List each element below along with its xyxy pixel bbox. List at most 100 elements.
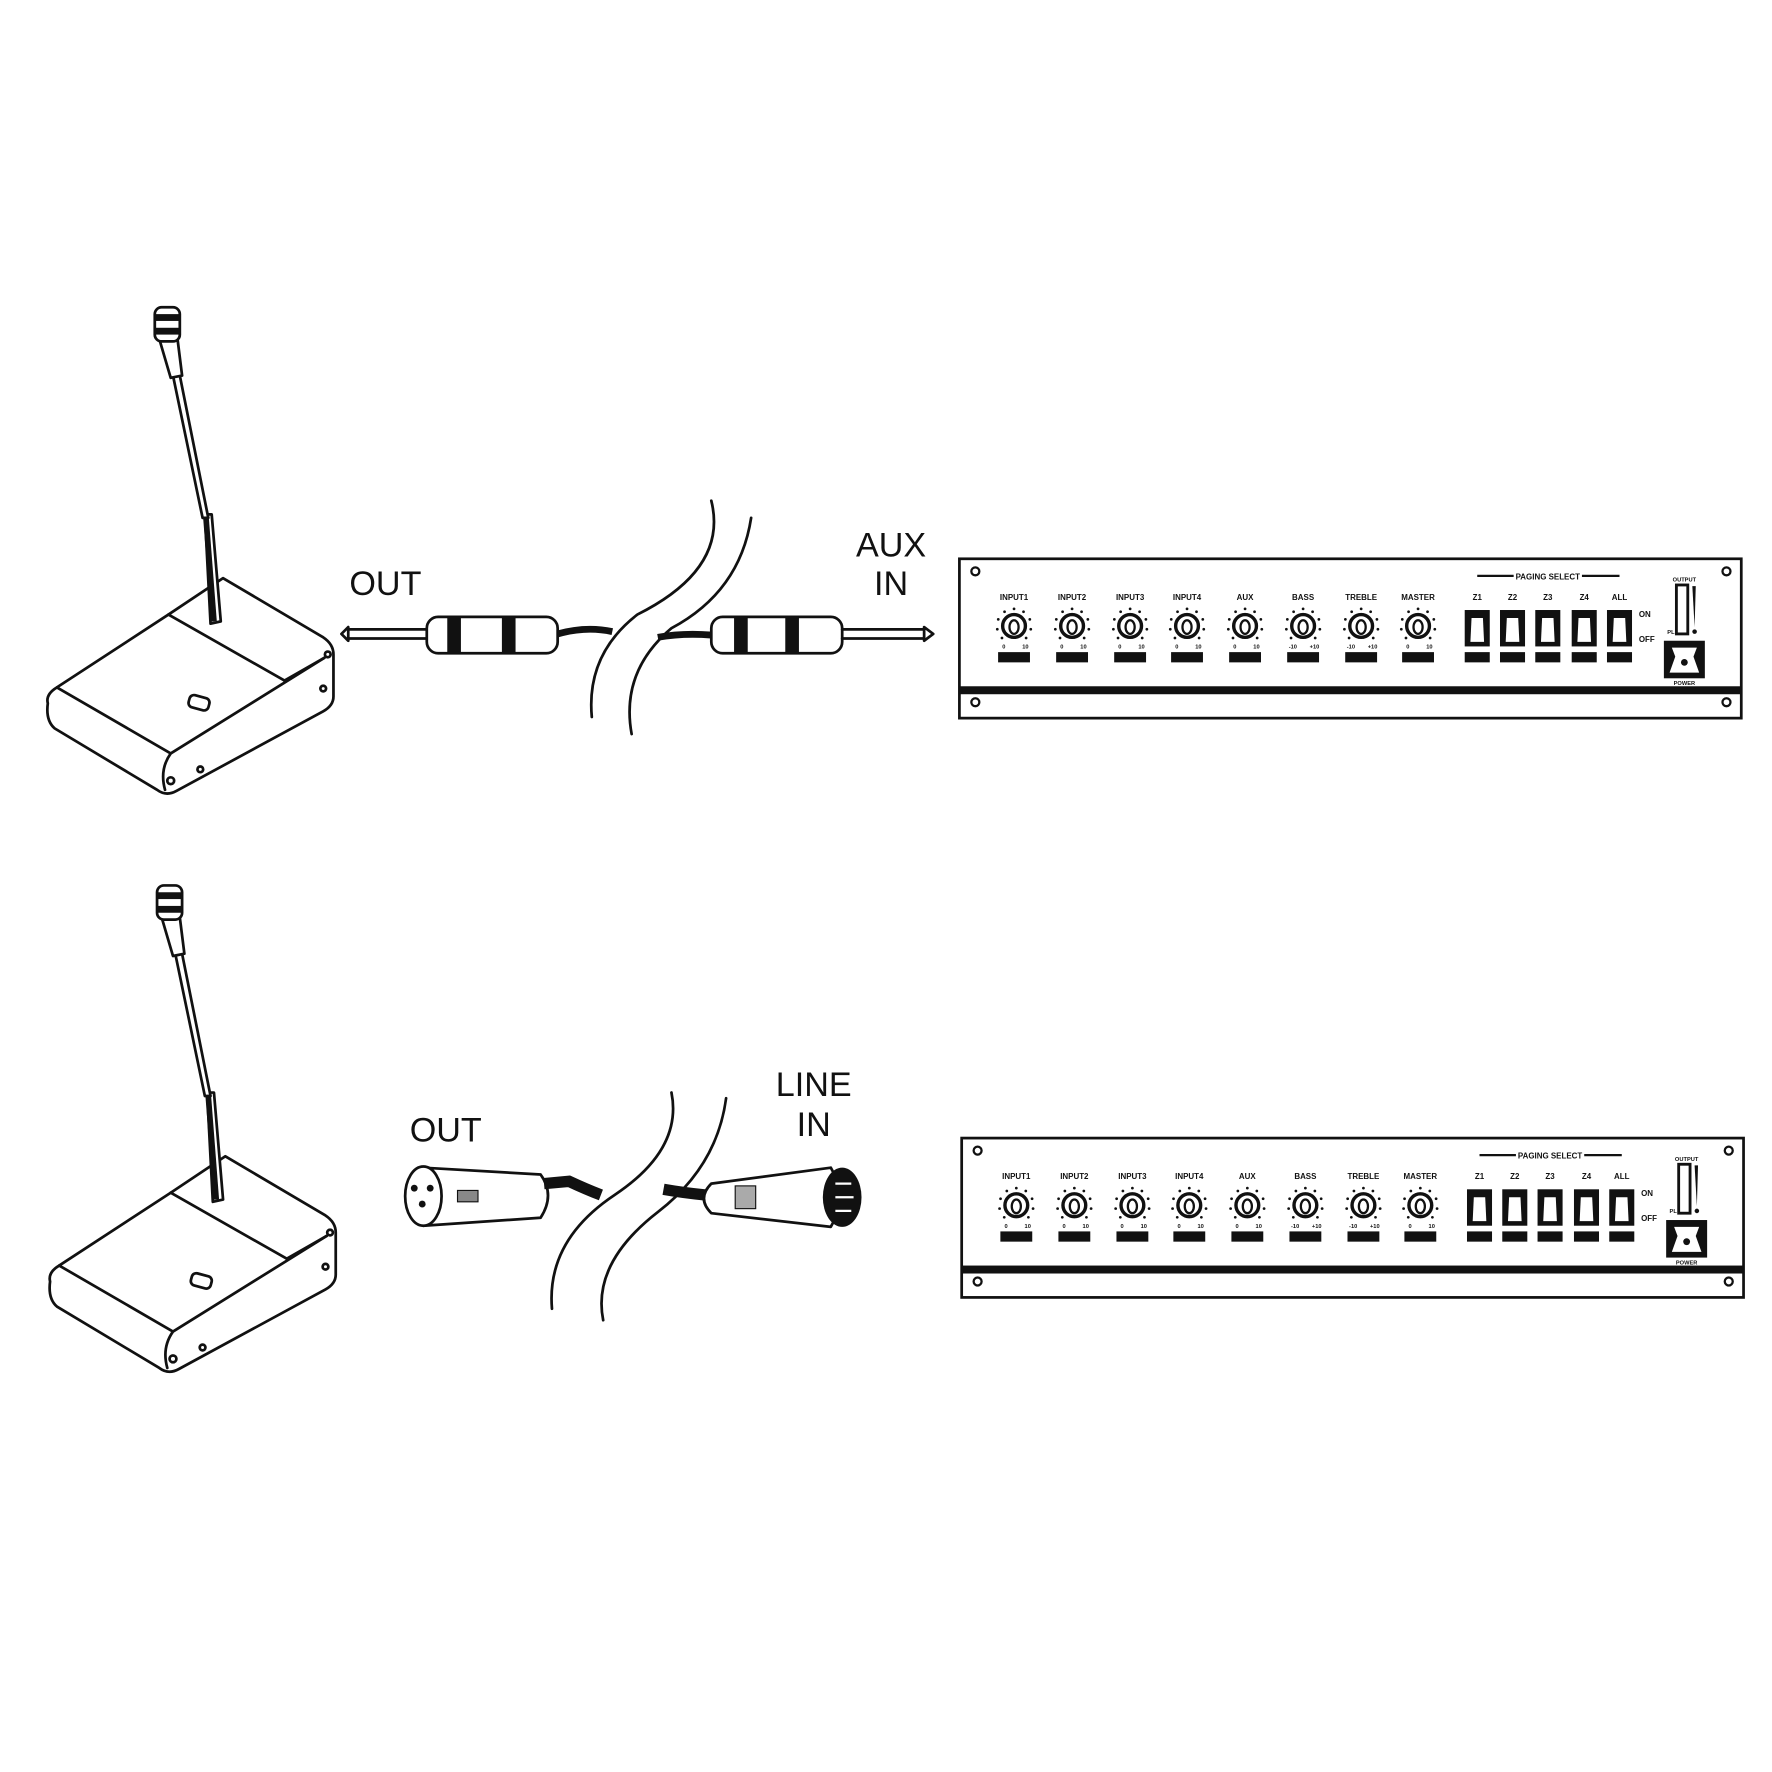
knob-pointer [1299, 1198, 1312, 1215]
scale-dot [1230, 1197, 1233, 1201]
scale-dot [996, 618, 1000, 621]
scale-dot [1313, 1189, 1317, 1193]
output-meter [1677, 1162, 1692, 1215]
knob-max: 10 [1025, 1224, 1031, 1230]
label-strip [1171, 652, 1203, 663]
aux-label: AUX [856, 527, 926, 565]
scale-dot [1116, 636, 1120, 640]
knob-pointer [1241, 1198, 1254, 1215]
scale-dot [1375, 618, 1379, 621]
scale-dot [1291, 1215, 1295, 1219]
knob-max: 10 [1198, 1224, 1204, 1230]
scale-dot [1002, 1215, 1006, 1219]
knob-min: 0 [1177, 1224, 1180, 1230]
knob-max: 10 [1141, 1224, 1147, 1230]
knob-label: AUX [1237, 593, 1254, 602]
knob-max: 10 [1138, 645, 1144, 651]
scale-dot [1376, 627, 1380, 631]
knob-min: 0 [1409, 1224, 1412, 1230]
label-strip [1404, 1231, 1437, 1242]
scale-dot [1086, 618, 1090, 621]
scale-dot [1345, 1207, 1349, 1210]
scale-dot [1226, 627, 1230, 631]
scale-dot [1089, 1207, 1093, 1210]
knob-pointer [1357, 1198, 1370, 1215]
scale-dot [1173, 636, 1177, 640]
zone-label: Z2 [1508, 593, 1518, 602]
scale-dot [1258, 1215, 1261, 1219]
scale-dot [1317, 618, 1321, 621]
screw-icon [1723, 1145, 1734, 1156]
screw-icon [1721, 566, 1732, 577]
scale-dot [1304, 1186, 1307, 1190]
scale-dot [1301, 607, 1305, 611]
scale-dot [1201, 618, 1205, 621]
knob-max: +10 [1312, 1224, 1322, 1230]
scale-dot [1406, 1215, 1410, 1219]
scale-dot [1227, 618, 1231, 621]
scale-dot [1082, 636, 1086, 640]
scale-dot [1187, 1186, 1191, 1190]
jack-cable [340, 499, 935, 736]
label-strip [1402, 652, 1434, 663]
scale-dot [1014, 1186, 1018, 1190]
knob-pointer [1066, 619, 1078, 636]
scale-dot [1138, 610, 1141, 614]
scale-dot [1260, 627, 1264, 631]
scale-dot [1058, 636, 1062, 640]
scale-dot [1284, 627, 1288, 631]
zone-label: ALL [1614, 1172, 1630, 1181]
knob-pointer [1297, 619, 1309, 636]
in-label-top: IN [874, 565, 908, 603]
switch-rocker [1472, 1197, 1487, 1222]
zone-label: Z2 [1510, 1172, 1520, 1181]
scale-dot [1349, 1215, 1353, 1219]
label-strip [1114, 652, 1147, 663]
scale-dot [1428, 1189, 1432, 1193]
zone-label: Z3 [1545, 1172, 1555, 1181]
scale-dot [1262, 1207, 1266, 1210]
scale-dot [1362, 1186, 1365, 1190]
knob-max: 10 [1080, 645, 1086, 651]
knob-max: 10 [1083, 1224, 1089, 1230]
scale-dot [1027, 1215, 1030, 1219]
pl-label: PL [1667, 630, 1675, 636]
label-strip [1347, 1231, 1380, 1242]
scale-dot [1171, 1207, 1174, 1210]
scale-dot [1178, 1189, 1182, 1193]
scale-dot [1431, 1215, 1434, 1219]
screw-icon [970, 566, 981, 577]
scale-dot [1204, 1207, 1208, 1210]
scale-dot [1121, 1189, 1125, 1193]
zone-label: ALL [1612, 593, 1628, 602]
knob-pointer [1068, 1198, 1081, 1215]
switch-rocker [1543, 1197, 1557, 1222]
scale-dot [1318, 627, 1322, 631]
knob-min: 0 [1236, 1224, 1239, 1230]
scale-dot [1233, 1215, 1237, 1219]
knob-label: AUX [1239, 1172, 1256, 1181]
knob-pointer [1239, 619, 1251, 636]
scale-dot [1144, 618, 1148, 621]
knob-label: INPUT2 [1058, 593, 1087, 602]
scale-dot [1313, 636, 1317, 640]
scale-dot [1145, 627, 1149, 631]
knob-pointer [1124, 619, 1136, 636]
scale-dot [1080, 610, 1083, 614]
label-strip [1537, 1231, 1563, 1242]
scale-dot [1287, 1207, 1291, 1210]
knob-min: 0 [1233, 645, 1236, 651]
scale-dot [1374, 1215, 1377, 1219]
scale-dot [1061, 610, 1064, 614]
scale-dot [1172, 1197, 1175, 1201]
scale-dot [1088, 1197, 1092, 1201]
switch-rocker [1505, 617, 1520, 642]
scale-dot [1112, 618, 1116, 621]
scale-dot [1371, 636, 1375, 640]
scale-dot [1185, 607, 1189, 611]
label-strip [1231, 1231, 1264, 1242]
scale-dot [1022, 610, 1025, 614]
scale-dot [1195, 610, 1198, 614]
on-label: ON [1639, 610, 1651, 619]
